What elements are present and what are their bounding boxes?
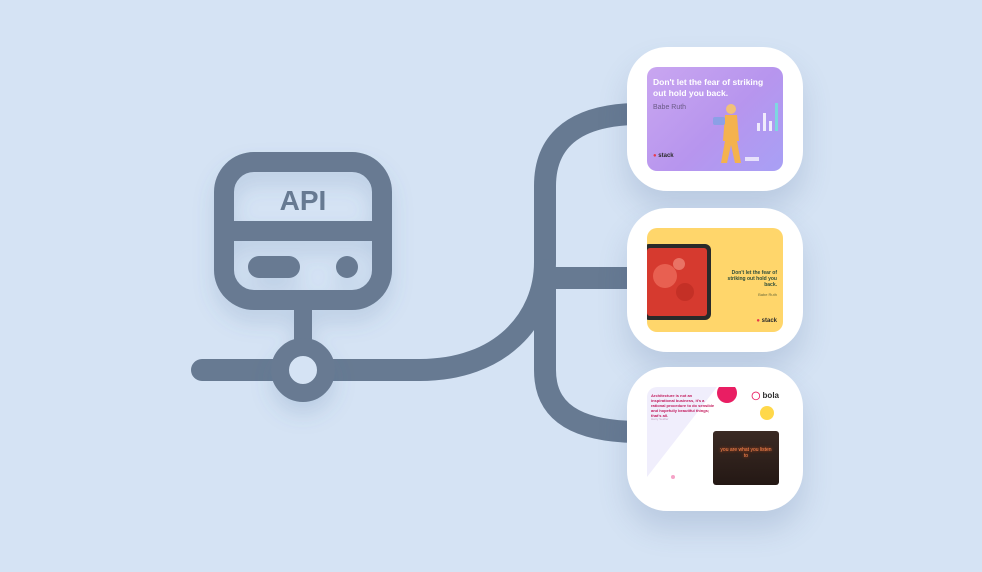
card-1-author: Babe Ruth <box>653 104 687 111</box>
tablet-illustration <box>647 244 711 320</box>
person-illustration <box>713 103 778 163</box>
template-card-1[interactable]: Don't let the fear of striking out hold … <box>627 47 803 191</box>
branch-bottom <box>534 259 651 443</box>
card-1-quote: Don't let the fear of striking out hold … <box>653 77 764 98</box>
bola-logo-icon: ◯ <box>751 391 761 400</box>
template-thumbnail-1: Don't let the fear of striking out hold … <box>647 67 783 171</box>
decorative-shapes <box>647 387 774 479</box>
connector-lines <box>191 103 651 443</box>
neon-sign-text: you are what you listen to <box>720 447 772 459</box>
template-thumbnail-3: Architecture is not an inspirational bus… <box>647 387 783 491</box>
card-3-author: Harry Seidler <box>651 417 669 421</box>
card-2-brand: ● stack <box>756 318 777 324</box>
network-node <box>271 338 335 402</box>
card-2-author: Babe Ruth <box>758 292 777 297</box>
laptop-neon-photo: you are what you listen to <box>713 431 779 485</box>
branch-top <box>534 103 651 273</box>
server-status-light <box>336 256 358 278</box>
api-label: API <box>280 185 327 216</box>
card-3-brand: ◯ bola <box>751 391 779 400</box>
card-2-quote: Don't let the fear of striking out hold … <box>727 270 777 288</box>
card-3-quote: Architecture is not an inspirational bus… <box>651 393 715 418</box>
template-card-3[interactable]: Architecture is not an inspirational bus… <box>627 367 803 511</box>
template-thumbnail-2: Don't let the fear of striking out hold … <box>647 228 783 332</box>
brand-logo-icon: ● <box>653 153 657 159</box>
card-1-brand: ● stack <box>653 153 674 159</box>
api-server-icon <box>214 152 392 402</box>
brand-logo-icon: ● <box>756 318 760 324</box>
server-drive-slot <box>248 256 300 278</box>
template-card-2[interactable]: Don't let the fear of striking out hold … <box>627 208 803 352</box>
